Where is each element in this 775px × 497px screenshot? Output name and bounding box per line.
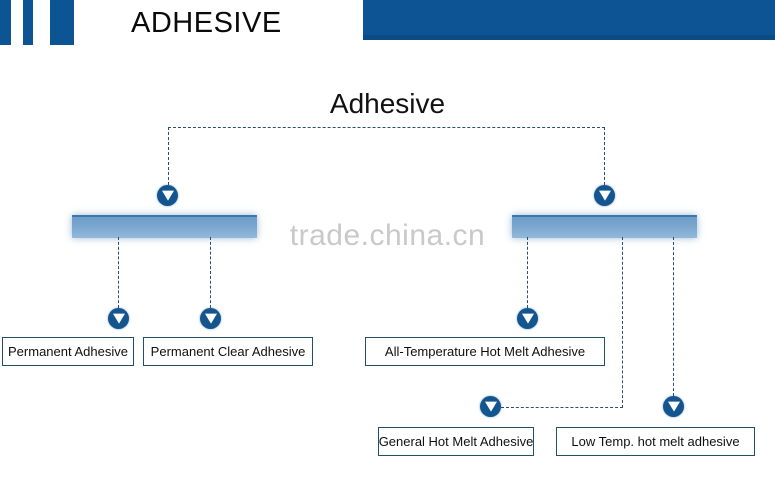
triangle-glyph xyxy=(112,313,125,324)
header-accent-bar-3 xyxy=(50,0,74,45)
triangle-glyph xyxy=(484,401,497,412)
connector-root-spine xyxy=(168,127,605,128)
down-triangle-marker-icon-permanent-adhesive xyxy=(108,308,129,329)
connector-right-bar-to-low-temp xyxy=(673,237,674,396)
connector-left-bar-to-permanent-clear-adhesive xyxy=(210,237,211,308)
connector-right-bar-to-general-hot-melt-horizontal xyxy=(501,407,623,408)
down-triangle-marker-icon-all-temperature xyxy=(517,308,538,329)
connector-root-to-left-branch xyxy=(168,127,169,185)
down-triangle-marker-icon-permanent-clear-adhesive xyxy=(200,308,221,329)
triangle-glyph xyxy=(204,313,217,324)
node-general-hot-melt-adhesive-label: General Hot Melt Adhesive xyxy=(378,434,534,449)
node-low-temp-hot-melt-adhesive[interactable]: Low Temp. hot melt adhesive xyxy=(556,427,755,456)
page-title: ADHESIVE xyxy=(131,7,282,39)
node-all-temperature-hot-melt-adhesive[interactable]: All-Temperature Hot Melt Adhesive xyxy=(365,337,605,366)
node-permanent-adhesive[interactable]: Permanent Adhesive xyxy=(2,337,134,366)
node-all-temperature-hot-melt-adhesive-label: All-Temperature Hot Melt Adhesive xyxy=(384,344,586,359)
branch-bar-right xyxy=(512,215,697,238)
header-blue-block xyxy=(363,0,775,40)
down-triangle-marker-icon-low-temp xyxy=(663,396,684,417)
down-triangle-marker-icon-general-hot-melt xyxy=(480,396,501,417)
node-general-hot-melt-adhesive[interactable]: General Hot Melt Adhesive xyxy=(378,427,534,456)
connector-right-bar-to-all-temperature xyxy=(527,237,528,308)
triangle-glyph xyxy=(667,401,680,412)
branch-bar-left xyxy=(72,215,257,238)
header-accent-bar-1 xyxy=(0,0,11,45)
triangle-glyph xyxy=(521,313,534,324)
triangle-glyph xyxy=(598,190,611,201)
connector-left-bar-to-permanent-adhesive xyxy=(118,237,119,308)
triangle-glyph xyxy=(161,190,174,201)
header-block-shadow xyxy=(363,35,775,40)
connector-root-to-right-branch xyxy=(604,127,605,185)
node-permanent-adhesive-label: Permanent Adhesive xyxy=(8,344,128,359)
node-low-temp-hot-melt-adhesive-label: Low Temp. hot melt adhesive xyxy=(571,434,740,449)
down-triangle-marker-icon-left-branch xyxy=(157,185,178,206)
header-accent-bar-2 xyxy=(23,0,33,45)
connector-right-bar-to-general-hot-melt-vertical xyxy=(622,237,623,408)
down-triangle-marker-icon-right-branch xyxy=(594,185,615,206)
root-node-label: Adhesive xyxy=(329,88,446,119)
node-permanent-clear-adhesive-label: Permanent Clear Adhesive xyxy=(150,344,306,359)
node-permanent-clear-adhesive[interactable]: Permanent Clear Adhesive xyxy=(143,337,313,366)
